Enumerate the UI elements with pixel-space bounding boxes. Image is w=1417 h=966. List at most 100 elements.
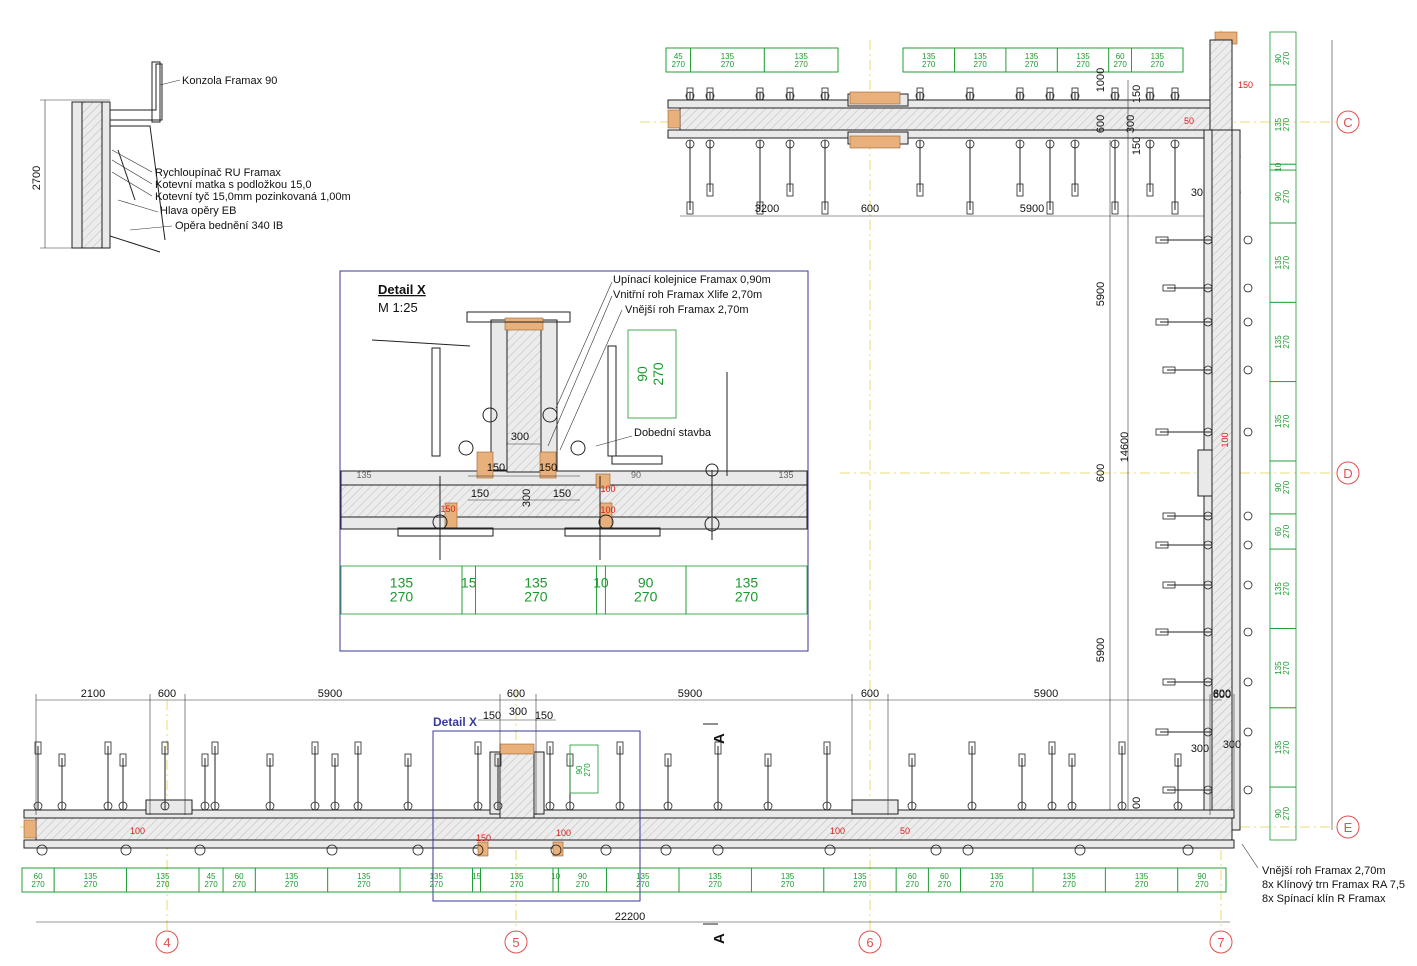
right-panel-height: 270 — [1282, 51, 1291, 65]
right-panel-width: 60 — [1274, 526, 1283, 535]
formwork-prop — [200, 753, 210, 811]
detail-dim-150b: 150 — [539, 462, 557, 474]
axis-marker-6: 6 — [858, 930, 882, 954]
bottom-red-150: 150 — [476, 833, 491, 843]
bottom-panel-height: 270 — [233, 880, 247, 889]
top-panel-right-width: 135 — [1025, 52, 1039, 61]
formwork-prop — [820, 87, 830, 101]
axis-label-4: 4 — [163, 935, 170, 950]
top-panel-right-width: 135 — [1151, 52, 1165, 61]
formwork-prop — [967, 741, 977, 811]
top-panel-right-height: 270 — [1076, 60, 1090, 69]
detail-panel-width: 135 — [524, 575, 548, 591]
bottom-panel-width: 10 — [551, 872, 560, 881]
right-dim-300b: 300 — [1223, 739, 1241, 751]
axis-marker-d: D — [1336, 461, 1360, 485]
bottom-red-100a: 100 — [130, 826, 145, 836]
axis-marker-c: C — [1336, 110, 1360, 134]
bottom-dim-chain-value: 600 — [158, 688, 176, 700]
axis-marker-5: 5 — [504, 930, 528, 954]
formwork-prop — [755, 139, 765, 215]
right-panel-height: 270 — [1282, 255, 1291, 269]
detail-panel-width: 90 — [638, 575, 654, 591]
detail-side-panel-h: 270 — [650, 362, 666, 386]
bottom-panel-width: 135 — [990, 872, 1004, 881]
bottom-red-100c: 100 — [830, 826, 845, 836]
section-mark-bottom: A — [711, 933, 728, 944]
corner-note-1: Vnější roh Framax 2,70m — [1262, 865, 1386, 877]
detail-tick-2: 90 — [631, 470, 641, 480]
detail-red-100a: 100 — [600, 484, 615, 494]
bottom-panel-height: 270 — [1135, 880, 1149, 889]
right-panel-width: 90 — [1274, 53, 1283, 62]
bottom-panel-height: 270 — [357, 880, 371, 889]
formwork-prop — [310, 741, 320, 811]
bottom-panel-cell — [1177, 867, 1227, 893]
wall-tie — [1243, 283, 1253, 293]
wall-tie — [1243, 580, 1253, 590]
wall-tie — [412, 844, 424, 856]
right-panel-width: 10 — [1274, 162, 1283, 171]
detail-red-150: 150 — [440, 504, 455, 514]
section-mark-top: A — [711, 733, 728, 744]
axis-label-e: E — [1344, 820, 1353, 835]
formwork-prop — [103, 741, 113, 811]
formwork-prop — [915, 87, 925, 101]
formwork-prop — [713, 741, 723, 811]
top-panel-left-width: 135 — [721, 52, 735, 61]
bottom-dim-chain-value: 5900 — [318, 688, 342, 700]
formwork-prop — [210, 741, 220, 811]
formwork-prop — [1155, 427, 1213, 437]
top-panel-left-height: 270 — [721, 60, 735, 69]
bottom-panel-height: 270 — [708, 880, 722, 889]
wall-tie — [1243, 727, 1253, 737]
legend-item-3: Kotevní matka s podložkou 15,0 — [155, 179, 312, 191]
wall-tie — [824, 844, 836, 856]
detail-panel-width: 15 — [461, 575, 477, 591]
bottom-panel-width: 135 — [1062, 872, 1076, 881]
formwork-prop — [1155, 627, 1213, 637]
top-wall-props — [685, 87, 1180, 215]
formwork-prop — [1110, 87, 1120, 101]
right-panel-width: 135 — [1274, 661, 1283, 675]
formwork-prop — [822, 741, 832, 811]
bottom-panel-height: 270 — [906, 880, 920, 889]
formwork-prop — [1162, 677, 1213, 687]
formwork-prop — [545, 741, 555, 811]
bottom-dim-chain-value: 600 — [507, 688, 525, 700]
bottom-dim-chain-value: 2100 — [81, 688, 105, 700]
right-panel-height: 270 — [1282, 806, 1291, 820]
axis-marker-e: E — [1336, 815, 1360, 839]
formwork-prop — [1067, 753, 1077, 811]
formwork-prop — [785, 87, 795, 101]
detail-title: Detail X — [378, 282, 426, 297]
right-panel-width: 90 — [1274, 809, 1283, 818]
top-panel-left-width: 135 — [794, 52, 808, 61]
right-panel-height: 270 — [1282, 335, 1291, 349]
right-panel-width: 135 — [1274, 255, 1283, 269]
bottom-panel-width: 60 — [908, 872, 917, 881]
bottom-panel-width: 135 — [285, 872, 299, 881]
wall-tie — [1243, 627, 1253, 637]
axis-label-5: 5 — [512, 935, 519, 950]
formwork-prop — [1155, 317, 1213, 327]
bottom-dim-150b: 150 — [535, 710, 553, 722]
formwork-prop — [915, 139, 925, 197]
bottom-red-50: 50 — [900, 826, 910, 836]
bottom-panel-width: 135 — [1135, 872, 1149, 881]
wall-tie — [120, 844, 132, 856]
right-dim-5900b: 5900 — [1095, 638, 1107, 662]
detail-x-frame: Detail X M 1:25 — [339, 270, 809, 652]
formwork-prop — [1110, 139, 1120, 215]
bottom-panel-width: 60 — [940, 872, 949, 881]
right-panel-height: 270 — [1282, 661, 1291, 675]
top-panel-right-width: 60 — [1116, 52, 1125, 61]
top-dim-300v: 300 — [1125, 115, 1137, 133]
formwork-prop — [1162, 580, 1213, 590]
detail-dim-150d: 150 — [553, 488, 571, 500]
wall-tie — [1243, 317, 1253, 327]
